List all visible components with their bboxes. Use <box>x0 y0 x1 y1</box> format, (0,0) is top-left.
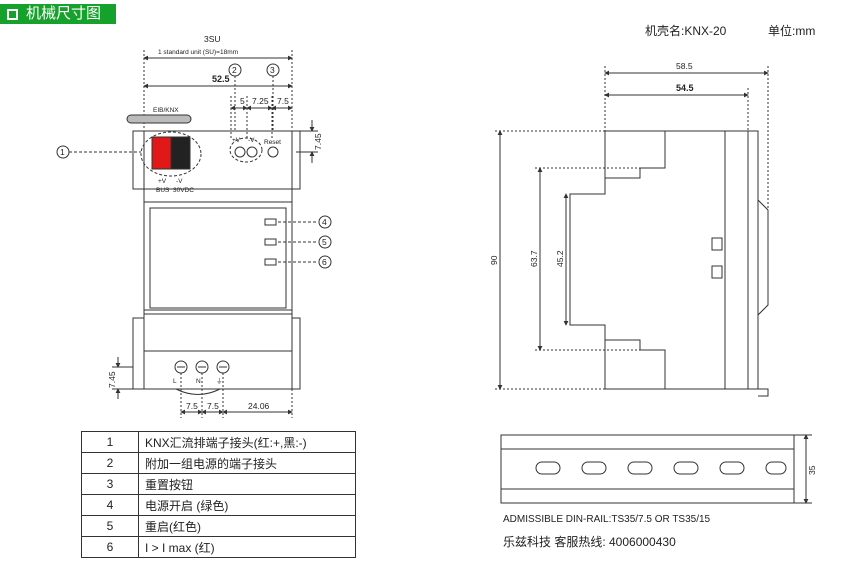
legend-text: I > I max (红) <box>138 536 356 558</box>
legend-num: 4 <box>81 494 139 516</box>
callout-1: 1 <box>60 147 65 157</box>
section-title: 机械尺寸图 <box>0 4 116 24</box>
dim-90: 90 <box>489 255 499 265</box>
square-icon <box>7 8 18 20</box>
dim-7-25: 7.25 <box>252 96 269 106</box>
dim-45-2: 45.2 <box>555 250 565 267</box>
legend-num: 3 <box>81 473 139 495</box>
dim-24-06: 24.06 <box>248 401 270 411</box>
section-title-text: 机械尺寸图 <box>26 5 102 22</box>
callout-3: 3 <box>270 65 275 75</box>
dim-7-45-bottom: 7.45 <box>107 371 117 388</box>
dim-7-5: 7.5 <box>277 96 289 106</box>
callout-6: 6 <box>322 257 327 267</box>
legend-num: 5 <box>81 515 139 537</box>
legend-text: KNX汇流排端子接头(红:+,黑:-) <box>138 431 356 453</box>
legend-text: 重置按钮 <box>138 473 356 495</box>
vdc-label: 30VDC <box>173 187 194 194</box>
model-label: 机壳名:KNX-20 <box>645 24 727 38</box>
bus-label: BUS <box>156 187 170 194</box>
dim-58-5: 58.5 <box>676 61 693 71</box>
callout-4: 4 <box>322 217 327 227</box>
led-6 <box>264 258 277 266</box>
callout-2: 2 <box>232 65 237 75</box>
dim-3su: 3SU <box>204 34 221 44</box>
legend-text: 附加一组电源的端子接头 <box>138 452 356 474</box>
din-rail-note: ADMISSIBLE DIN-RAIL:TS35/7.5 OR TS35/15 <box>503 514 711 525</box>
led-4 <box>264 218 277 226</box>
legend-text: 重启(红色) <box>138 515 356 537</box>
su-label: 1 standard unit (SU)=18mm <box>158 49 238 56</box>
side-view: 58.5 54.5 90 63.7 45.2 <box>489 61 769 397</box>
dim-63-7: 63.7 <box>529 250 539 267</box>
service-hotline: 乐兹科技 客服热线: 4006000430 <box>503 535 676 549</box>
legend-num: 6 <box>81 536 139 558</box>
terminal-l: L <box>173 378 177 385</box>
eib-knx-label: EIB/KNX <box>153 107 179 114</box>
legend-text: 电源开启 (绿色) <box>138 494 356 516</box>
dim-5: 5 <box>240 96 245 106</box>
terminal-earth: ⏚ <box>216 377 223 385</box>
minus-v-label: -V <box>176 178 183 185</box>
knx-black-terminal <box>170 136 191 170</box>
reset-button-icon <box>267 146 279 158</box>
callout-5: 5 <box>322 237 327 247</box>
led-5 <box>264 238 277 246</box>
reset-label: Reset <box>264 139 281 146</box>
aux-plus-v: +V <box>232 137 241 144</box>
terminal-n: N <box>196 378 201 385</box>
dim-35: 35 <box>807 465 817 475</box>
unit-label: 单位:mm <box>768 24 816 38</box>
knx-red-terminal <box>151 136 172 170</box>
dim-54-5: 54.5 <box>676 83 694 93</box>
dim-bottom-7-5-a: 7.5 <box>186 401 198 411</box>
dim-7-45-top: 7.45 <box>313 133 323 150</box>
legend-num: 2 <box>81 452 139 474</box>
front-view: 3SU 1 standard unit (SU)=18mm 52.5 5 7.2… <box>56 34 332 418</box>
legend-num: 1 <box>81 431 139 453</box>
aux-minus-v: -V <box>248 137 255 144</box>
din-rail: 35 <box>500 434 817 504</box>
plus-v-label: +V <box>158 178 167 185</box>
dim-52-5: 52.5 <box>212 74 230 84</box>
dim-bottom-7-5-b: 7.5 <box>207 401 219 411</box>
